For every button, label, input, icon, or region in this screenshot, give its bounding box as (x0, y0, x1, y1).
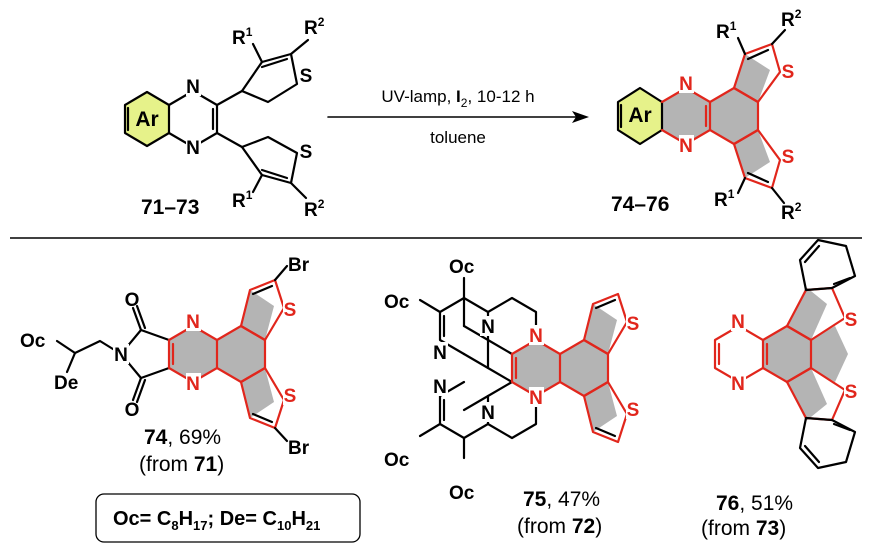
ex75-oc-2: Oc (384, 292, 410, 313)
product-r1-top: R1 (716, 19, 737, 43)
ex75-n-red-top: N (529, 326, 543, 347)
ex75-s-bottom: S (627, 400, 640, 421)
ex76-from: (from 73) (701, 517, 786, 540)
abbreviation-legend: Oc= C8H17; De= C10H21 (95, 493, 361, 543)
reactant-labels: Ar N N S S R1 R2 R1 R2 71–73 (135, 15, 324, 221)
legend-text: Oc= C8H17; De= C10H21 (113, 508, 320, 533)
example-75-labels: N N S S N N N N Oc Oc Oc Oc 75, 47% (fro… (384, 257, 640, 538)
ex74-br-top: Br (288, 255, 310, 276)
reactant-r1-bottom: R1 (232, 188, 253, 212)
ex74-label: 74, 69% (144, 426, 221, 449)
ex74-s-top: S (284, 300, 297, 321)
product-r2-top: R2 (781, 7, 802, 31)
ex75-oc-3: Oc (384, 450, 410, 471)
ex74-from: (from 71) (139, 453, 224, 476)
example-74-labels: N N S S N O O Br Br Oc De 74, 69% (from … (20, 255, 310, 476)
reactant-compound-label: 71–73 (141, 196, 199, 219)
ex75-n-2: N (433, 343, 447, 364)
ex74-s-bottom: S (284, 386, 297, 407)
example-76-labels: N N S S 76, 51% (from 73) (701, 309, 858, 540)
product-r1-bottom: R1 (714, 187, 735, 211)
product-s-bottom: S (782, 147, 795, 168)
ex75-s-top: S (627, 314, 640, 335)
ex76-s-top: S (845, 310, 858, 331)
reaction-conditions-above: UV-lamp, I2, 10-12 h (381, 87, 534, 110)
ex75-n-1: N (481, 317, 495, 338)
ex76-n-bottom: N (731, 374, 745, 395)
product-ar-label: Ar (628, 104, 651, 127)
ex75-oc-1: Oc (449, 257, 475, 278)
ex74-o-bottom: O (125, 400, 140, 421)
reactant-s-top: S (300, 66, 313, 87)
product-n-top: N (679, 74, 693, 95)
product-r2-bottom: R2 (781, 200, 802, 224)
ex75-n-red-bottom: N (529, 388, 543, 409)
ex74-n-bottom: N (186, 374, 200, 395)
reactant-r2-top: R2 (304, 15, 325, 39)
reactant-ar-label: Ar (135, 108, 158, 131)
ex74-de: De (54, 373, 78, 394)
ex74-br-bottom: Br (288, 438, 310, 459)
reactant-n-bottom: N (186, 138, 200, 159)
reactant-structure (123, 38, 310, 200)
ex75-label: 75, 47% (523, 488, 600, 511)
ex74-imide-n: N (114, 345, 128, 366)
reaction-conditions-below: toluene (430, 128, 486, 147)
product-structure (616, 28, 787, 205)
example-76-structure (713, 238, 857, 470)
ex76-s-bottom: S (845, 382, 858, 403)
ex75-n-4: N (481, 403, 495, 424)
ex74-o-top: O (125, 290, 140, 311)
product-n-bottom: N (679, 136, 693, 157)
reactant-s-bottom: S (300, 142, 313, 163)
ex75-n-3: N (433, 377, 447, 398)
example-75-structure (418, 276, 629, 460)
ex74-oc: Oc (20, 331, 46, 352)
ex75-oc-4: Oc (449, 483, 475, 504)
reaction-arrow: UV-lamp, I2, 10-12 h toluene (327, 87, 589, 147)
product-s-top: S (782, 62, 795, 83)
ex75-from: (from 72) (517, 515, 602, 538)
reactant-n-top: N (186, 77, 200, 98)
ex76-label: 76, 51% (716, 492, 793, 515)
reactant-r1-top: R1 (232, 25, 253, 49)
product-labels: Ar N N S S R1 R2 R1 R2 74–76 (611, 7, 802, 224)
reactant-r2-bottom: R2 (304, 197, 325, 221)
ex74-n-top: N (186, 312, 200, 333)
example-74-structure (55, 264, 289, 443)
ex76-n-top: N (731, 312, 745, 333)
product-compound-label: 74–76 (611, 193, 669, 216)
